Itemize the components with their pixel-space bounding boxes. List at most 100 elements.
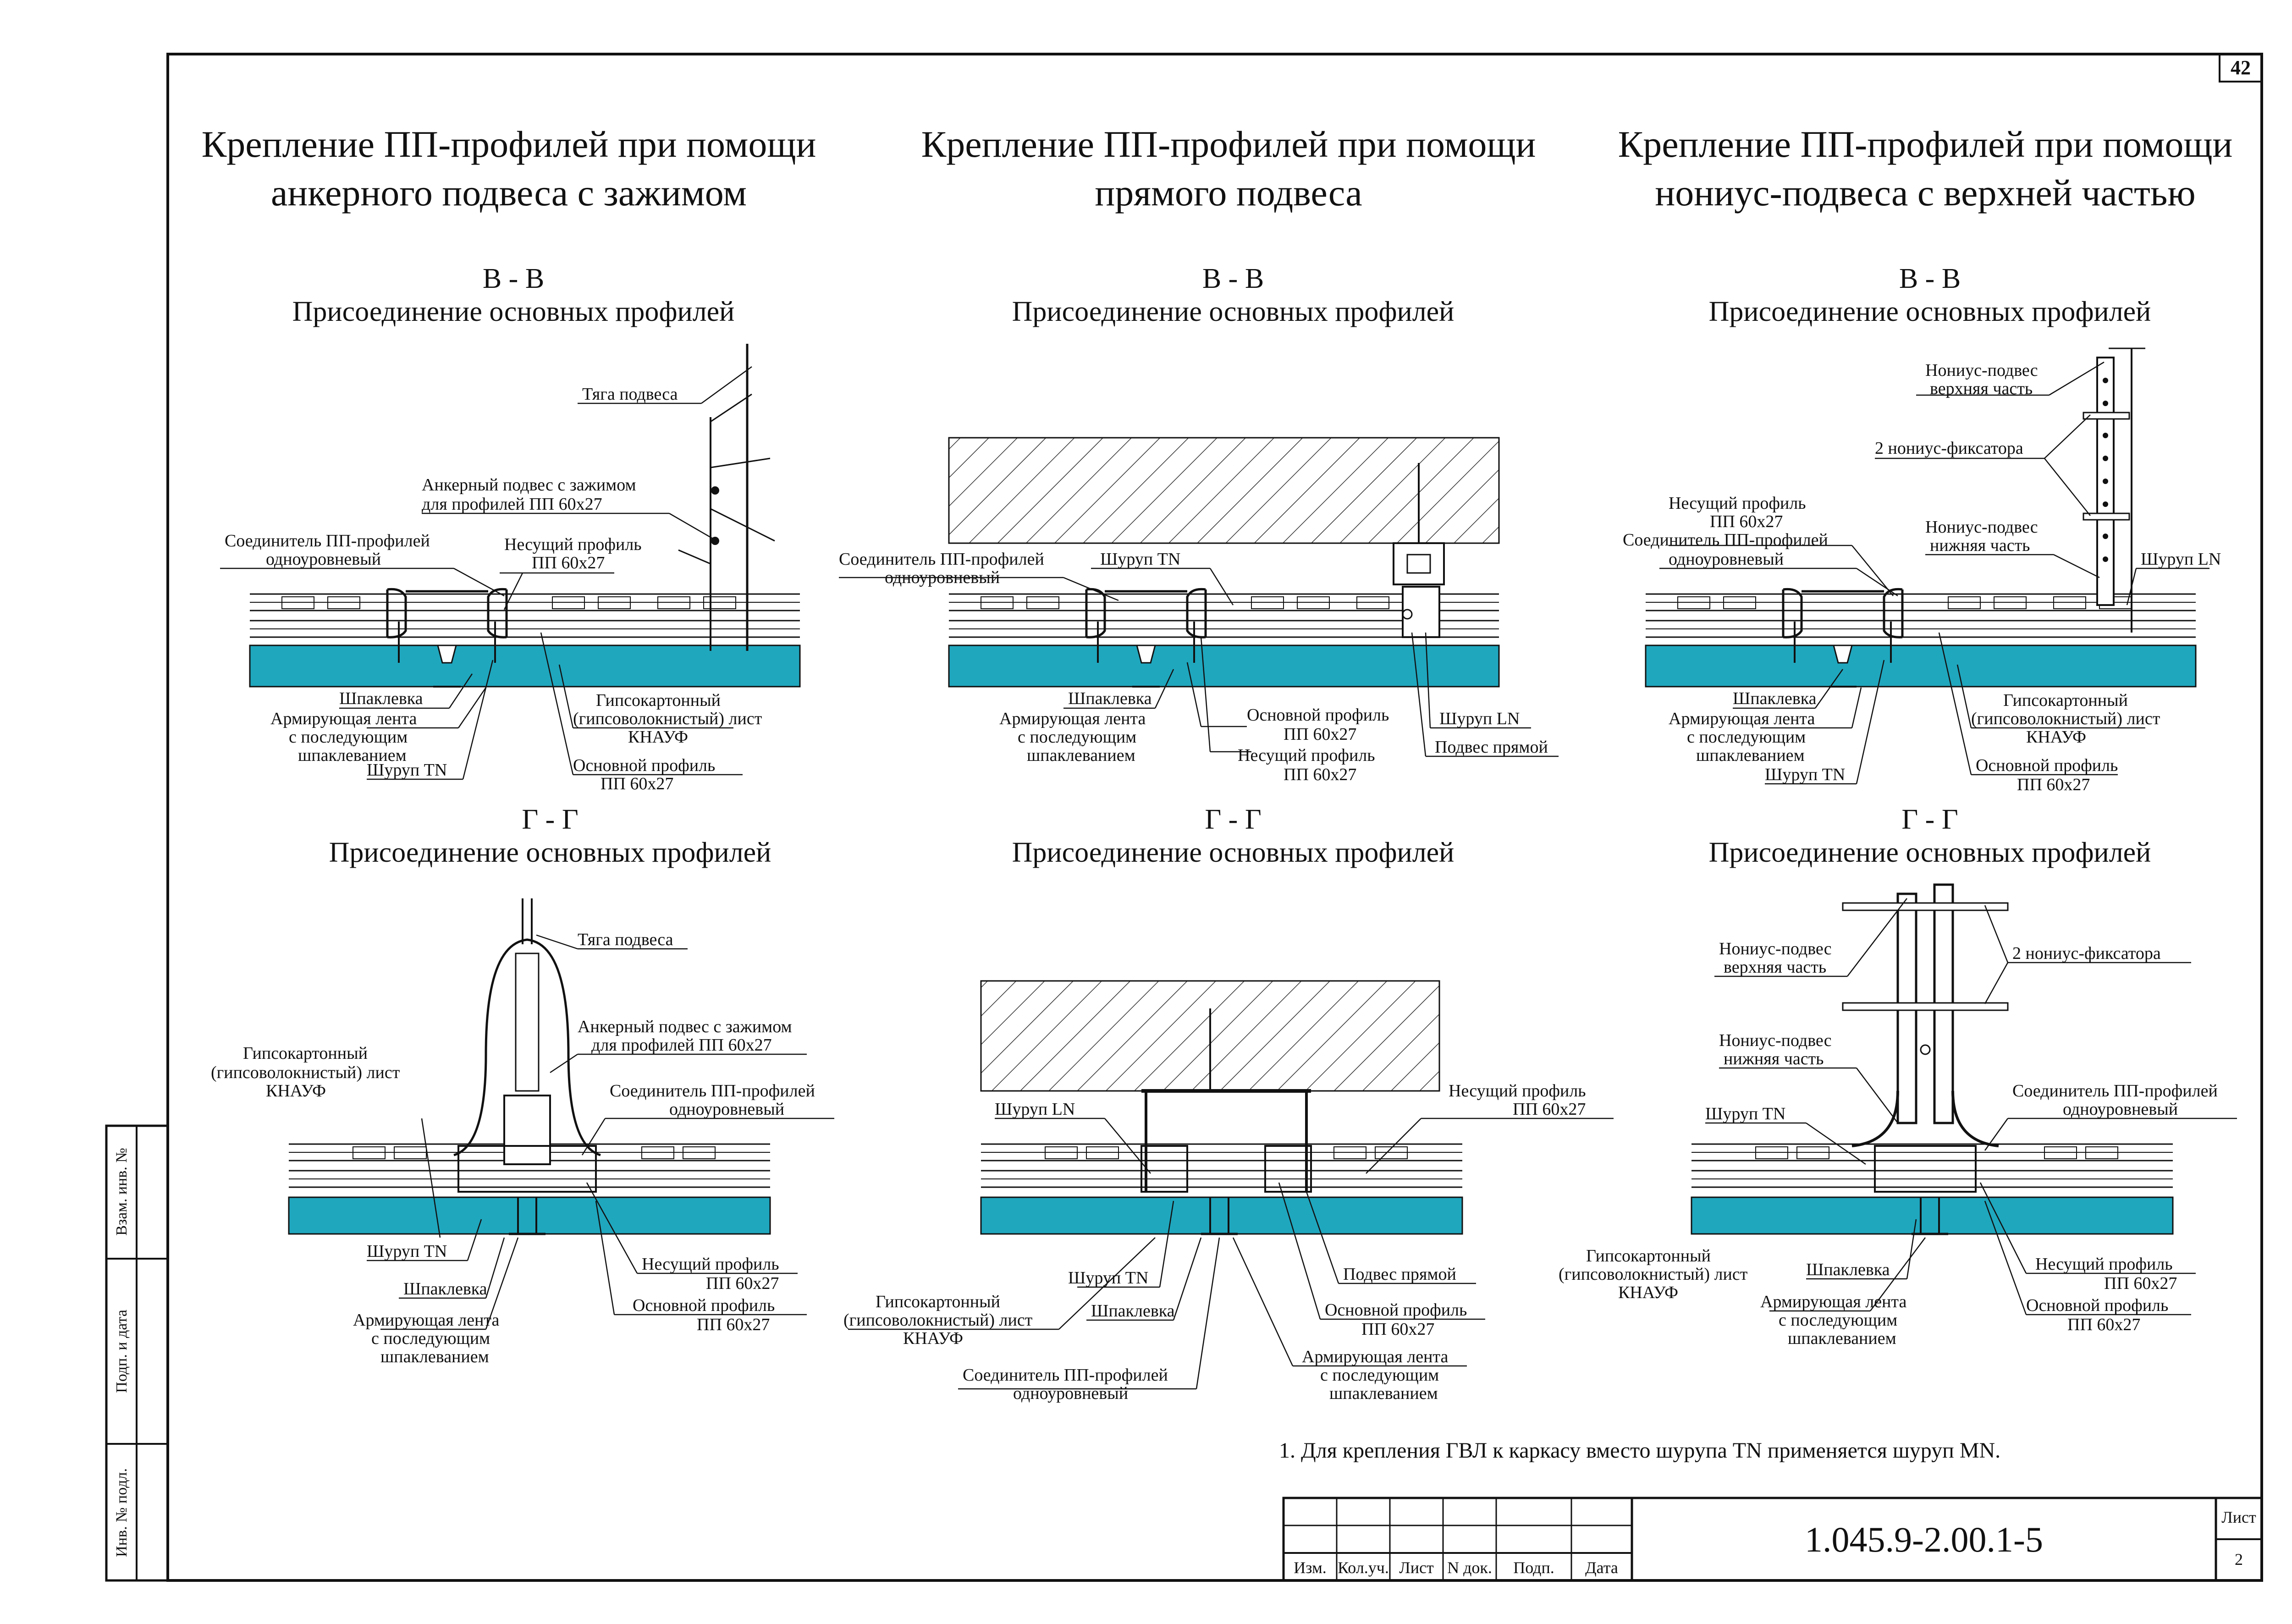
title-2-line-2: прямого подвеса [1095,172,1362,214]
label-tape-6b: с последующим [1779,1310,1897,1330]
section-bb-2-subtitle: Присоединение основных профилей [1012,296,1455,327]
side-stamp-signature: Подп. и дата [113,1310,130,1393]
label-bearing-1a: Несущий профиль [504,535,642,554]
section-bb-1-subtitle: Присоединение основных профилей [292,296,735,327]
label-gkl-4a: Гипсокартонный [243,1044,368,1063]
label-bearing-6b: ПП 60х27 [2104,1274,2177,1293]
labels-bb-nonius [1659,361,2209,606]
label-nonius-bot-3b: нижняя часть [1930,536,2030,555]
label-gkl-4c: КНАУФ [266,1081,326,1101]
stamp-col-sign: Подп. [1513,1558,1554,1577]
label-tape-1c: шпаклеванием [298,746,407,765]
detail-gg-direct [981,980,1462,1234]
label-nonius-top-6a: Нониус-подвес [1719,939,1832,958]
label-anchor-4a: Анкерный подвес с зажимом [578,1017,792,1036]
section-bb-1: В - В [483,263,544,294]
label-main-5a: Основной профиль [1325,1300,1467,1320]
label-main-3b: ПП 60х27 [2017,775,2090,794]
label-tape-5b: с последующим [1320,1365,1439,1385]
detail-gg-nonius [1691,883,2173,1234]
title-1-line-2: анкерного подвеса с зажимом [271,172,747,214]
label-screw-tn-2: Шуруп TN [1100,550,1180,569]
label-conn-2a: Соединитель ПП-профилей [839,550,1044,569]
detail-bb-direct [949,437,1499,687]
label-gkl-5c: КНАУФ [903,1329,963,1348]
label-nonius-bot-3a: Нониус-подвес [1925,517,2038,537]
label-conn-2b: одноуровневый [885,568,1000,587]
label-nonius-top-6b: верхняя часть [1724,958,1826,977]
label-conn-4a: Соединитель ПП-профилей [610,1081,815,1101]
label-shpak-2: Шпаклевка [1068,689,1152,708]
label-screw-ln-2: Шуруп LN [1439,709,1520,728]
section-headers: В - В Присоединение основных профилей В … [292,263,2151,868]
label-screw-ln-5: Шуруп LN [995,1100,1075,1119]
label-main-6b: ПП 60х27 [2067,1315,2140,1334]
side-stamp: Взам. инв. № Подп. и дата Инв. № подл. [105,1124,169,1582]
label-tape-5c: шпаклеванием [1329,1384,1438,1403]
label-bearing-4a: Несущий профиль [642,1255,779,1274]
stamp-col-doc: N док. [1447,1558,1492,1577]
label-tape-3a: Армирующая лента [1669,709,1815,728]
stamp-col-change: Изм. [1294,1558,1327,1577]
label-conn-1a: Соединитель ПП-профилей [225,531,430,551]
label-bearing-3b: ПП 60х27 [1710,512,1783,531]
label-tape-6c: шпаклеванием [1788,1329,1896,1348]
label-screw-tn-3: Шуруп TN [1765,765,1845,784]
section-gg-1: Г - Г [522,804,578,835]
label-conn-6b: одноуровневый [2063,1100,2178,1119]
label-tape-6a: Армирующая лента [1760,1292,1906,1311]
label-tyaga-1: Тяга подвеса [582,385,678,404]
labels-bb-anchor [220,366,752,780]
label-gkl-1b: (гипсоволокнистый) лист [573,709,762,728]
label-anchor-4b: для профилей ПП 60х27 [591,1035,772,1055]
label-main-6a: Основной профиль [2026,1296,2168,1315]
label-nonius-top-3b: верхняя часть [1930,379,2033,398]
label-main-1a: Основной профиль [573,756,715,775]
label-gkl-6c: КНАУФ [1618,1283,1678,1302]
label-shpak-1: Шпаклевка [339,689,423,708]
label-conn-5b: одноуровневый [1013,1384,1128,1403]
titles: Крепление ПП-профилей при помощи анкерно… [202,123,2233,214]
stamp-col-sheet: Лист [1399,1558,1434,1577]
page-number: 42 [2231,56,2251,79]
labels-gg-direct [848,1118,1614,1390]
leaders-bb-nonius-bottom [1733,632,2145,785]
label-gkl-1a: Гипсокартонный [596,691,721,710]
label-shpak-4: Шпаклевка [403,1279,487,1299]
label-direct-5: Подвес прямой [1343,1265,1456,1284]
label-tape-4a: Армирующая лента [353,1310,499,1330]
sheet-label: Лист [2221,1508,2256,1526]
label-conn-5a: Соединитель ПП-профилей [963,1365,1168,1385]
label-tape-2a: Армирующая лента [999,709,1146,728]
label-conn-4b: одноуровневый [669,1100,784,1119]
section-gg-1-subtitle: Присоединение основных профилей [329,837,771,868]
label-gkl-6a: Гипсокартонный [1586,1246,1711,1266]
label-tyaga-4: Тяга подвеса [578,930,673,949]
label-nonius-top-3a: Нониус-подвес [1925,361,2038,380]
label-main-2b: ПП 60х27 [1284,725,1356,744]
label-tape-3b: с последующим [1687,727,1806,747]
label-gkl-1c: КНАУФ [628,727,688,747]
label-main-4b: ПП 60х27 [697,1315,770,1334]
label-gkl-3c: КНАУФ [2026,727,2086,747]
label-main-5b: ПП 60х27 [1361,1320,1434,1339]
section-bb-3-subtitle: Присоединение основных профилей [1709,296,2151,327]
label-bearing-5a: Несущий профиль [1449,1081,1586,1101]
label-conn-3b: одноуровневый [1669,550,1784,569]
label-tape-2b: с последующим [1018,727,1136,747]
section-gg-2-subtitle: Присоединение основных профилей [1012,837,1455,868]
label-bearing-2a: Несущий профиль [1238,746,1375,765]
page-number-box [2219,53,2263,83]
label-tape-4c: шпаклеванием [380,1347,489,1366]
label-main-4a: Основной профиль [633,1296,775,1315]
title-3-line-2: нониус-подвеса с верхней частью [1655,172,2195,214]
label-bearing-1b: ПП 60х27 [532,553,605,573]
label-tape-3c: шпаклеванием [1696,746,1805,765]
label-tape-4b: с последующим [371,1329,490,1348]
labels-gg-nonius [1705,898,2237,1316]
section-gg-2: Г - Г [1205,804,1261,835]
section-bb-3: В - В [1899,263,1961,294]
label-bearing-5b: ПП 60х27 [1513,1100,1586,1119]
label-gkl-3a: Гипсокартонный [2003,691,2128,710]
